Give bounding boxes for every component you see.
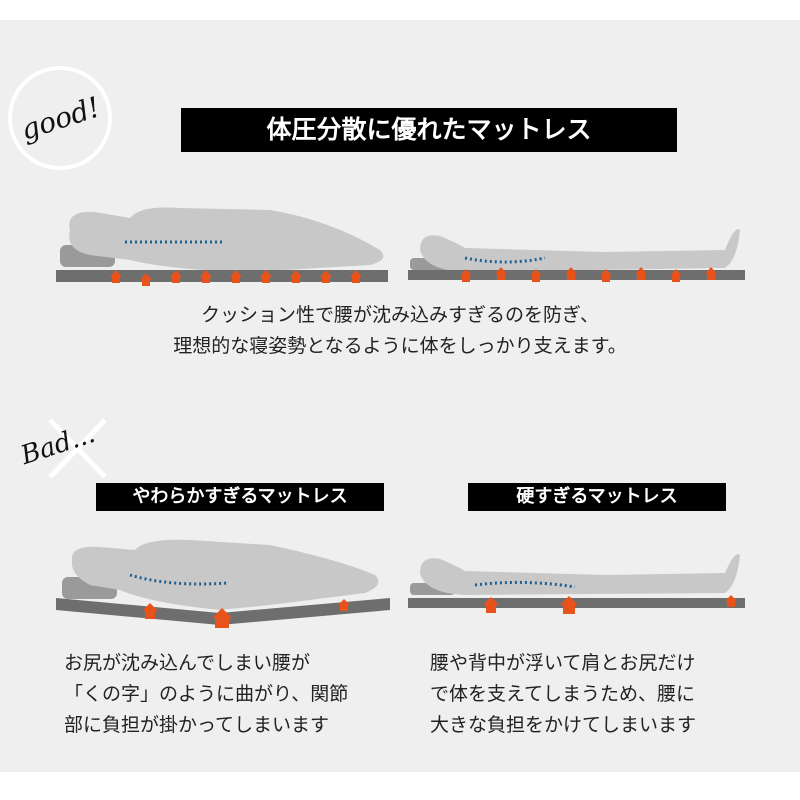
good-title: 体圧分散に優れたマットレス <box>181 108 677 152</box>
arrow-icon <box>530 269 542 282</box>
mattress <box>56 270 388 282</box>
caption-line: 大きな負担をかけてしまいます <box>430 714 697 736</box>
arrow-icon <box>350 270 362 283</box>
soft-title: やわらかすぎるマットレス <box>96 483 384 511</box>
mattress <box>408 270 745 280</box>
arrow-icon <box>565 267 577 280</box>
bad-badge: Bad... <box>17 415 110 485</box>
arrow-icon <box>483 597 499 613</box>
arrow-icon <box>460 269 472 282</box>
arrow-icon <box>338 599 350 611</box>
caption-line: で体を支えてしまうため、腰に <box>430 683 696 705</box>
arrow-icon <box>635 267 647 280</box>
arrow-icon <box>725 595 737 607</box>
hard-title: 硬すぎるマットレス <box>468 483 726 511</box>
support-arrows <box>483 595 737 614</box>
support-arrows <box>142 599 350 628</box>
body-silhouette <box>71 539 379 610</box>
cross-icon <box>48 418 107 479</box>
arrow-icon <box>110 270 122 283</box>
support-arrows <box>110 270 362 286</box>
spine-line <box>464 256 546 264</box>
support-arrows <box>460 267 717 282</box>
caption-line: 理想的な寝姿勢となるように体をしっかり支えます。 <box>173 335 627 357</box>
caption-line: 部に負担が掛かってしまいます <box>64 714 330 736</box>
body-silhouette <box>420 229 740 272</box>
caption-line: お尻が沈み込んでしまい腰が <box>64 652 311 674</box>
good-badge-text: good! <box>16 89 104 147</box>
arrow-icon <box>142 603 158 619</box>
good-side-illustration <box>56 207 388 286</box>
hard-caption: 腰や背中が浮いて肩とお尻だけ で体を支えてしまうため、腰に 大きな負担をかけてし… <box>430 648 696 741</box>
body-silhouette <box>420 554 740 595</box>
soft-illustration <box>56 539 390 628</box>
good-badge: good! <box>8 66 112 170</box>
good-caption: クッション性で腰が沈み込みすぎるのを防ぎ、 理想的な寝姿勢となるように体をしっか… <box>0 300 800 362</box>
caption-line: クッション性で腰が沈み込みすぎるのを防ぎ、 <box>200 304 600 326</box>
soft-caption: お尻が沈み込んでしまい腰が 「くの字」のように曲がり、関節 部に負担が掛かってし… <box>64 648 348 741</box>
arrow-icon <box>212 608 232 628</box>
arrow-icon <box>230 270 242 283</box>
arrow-icon <box>320 270 332 283</box>
good-back-illustration <box>408 229 745 282</box>
caption-line: 腰や背中が浮いて肩とお尻だけ <box>430 652 696 674</box>
hard-illustration <box>408 554 745 614</box>
arrow-icon <box>170 270 182 283</box>
arrow-icon <box>140 273 152 286</box>
arrow-icon <box>260 270 272 283</box>
spine-line <box>474 580 576 589</box>
arrow-icon <box>560 596 578 614</box>
caption-line: 「くの字」のように曲がり、関節 <box>64 683 349 705</box>
body-silhouette <box>69 207 384 272</box>
arrow-icon <box>200 270 212 283</box>
mattress <box>408 598 745 608</box>
arrow-icon <box>670 269 682 282</box>
arrow-icon <box>495 267 507 280</box>
spine-line <box>129 573 229 586</box>
arrow-icon <box>600 269 612 282</box>
arrow-icon <box>290 270 302 283</box>
arrow-icon <box>705 267 717 280</box>
